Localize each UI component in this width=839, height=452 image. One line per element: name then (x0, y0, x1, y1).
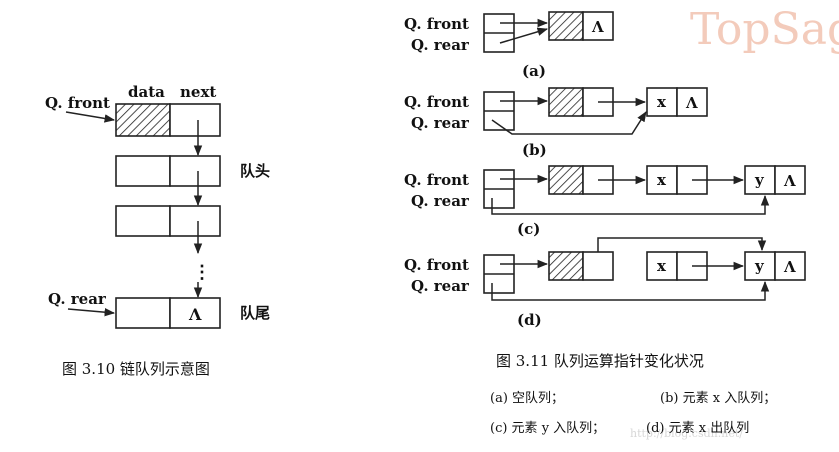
arrow-front (65, 111, 116, 123)
a-label-front: Q. front (404, 15, 469, 33)
subfigure-a: Q. front Q. rear Λ (a) (404, 11, 614, 80)
c-null-symbol: Λ (783, 172, 796, 190)
label-q-rear: Q. rear (48, 290, 107, 308)
d-label-front: Q. front (404, 256, 469, 274)
b-label-front: Q. front (404, 93, 469, 111)
c-y-data (744, 165, 776, 195)
d-arrow-head-to-y (597, 237, 767, 252)
d-head-next (582, 251, 614, 281)
header-next: next (180, 83, 216, 101)
header-data: data (128, 83, 165, 101)
watermark-brand: TopSag (690, 4, 839, 55)
a-head-data (548, 11, 584, 41)
c-label-front: Q. front (404, 171, 469, 189)
c-x-value: x (657, 171, 667, 189)
label-queue-head: 队头 (240, 162, 270, 180)
c-y-next (774, 165, 806, 195)
a-null-symbol: Λ (591, 18, 604, 36)
watermark-url: http://blog.csdn.net/ (630, 427, 743, 440)
tail-node-next (169, 297, 221, 329)
tail-null-symbol: Λ (188, 305, 202, 324)
arrow-rear (67, 307, 116, 317)
b-null-symbol: Λ (685, 94, 698, 112)
b-subfig-label: (b) (522, 141, 547, 159)
note-d: (d) 元素 x 出队列 (646, 421, 749, 436)
d-subfig-label: (d) (517, 311, 542, 329)
a-subfig-label: (a) (522, 62, 546, 80)
c-label-rear: Q. rear (411, 192, 470, 210)
c-arrow-rear (491, 194, 770, 215)
d-arrow-rear (491, 280, 770, 301)
note-b: (b) 元素 x 入队列； (660, 391, 776, 406)
node1-data (115, 155, 171, 187)
c-subfig-label: (c) (517, 220, 540, 238)
a-head-next (582, 11, 614, 41)
d-head-data (548, 251, 584, 281)
tail-node-data (115, 297, 171, 329)
caption-fig-3-10: 图 3.10 链队列示意图 (62, 360, 210, 378)
b-x-value: x (657, 93, 667, 111)
a-arrow-rear (499, 27, 549, 44)
b-label-rear: Q. rear (411, 114, 470, 132)
label-q-front: Q. front (45, 94, 110, 112)
head-node-next (169, 103, 221, 137)
head-node-data (115, 103, 171, 137)
subfigure-b: Q. front Q. rear x Λ (b) (404, 87, 708, 159)
node2-data (115, 205, 171, 237)
a-label-rear: Q. rear (411, 36, 470, 54)
c-y-value: y (754, 171, 765, 189)
b-x-next (676, 87, 708, 117)
d-x-data (646, 251, 678, 281)
d-y-value: y (754, 257, 765, 275)
b-arrow-rear (491, 111, 647, 135)
c-head-data (548, 165, 584, 195)
caption-fig-3-11: 图 3.11 队列运算指针变化状况 (496, 352, 704, 370)
figure-3-11: Q. front Q. rear Λ (a) Q. front Q. rear … (404, 11, 806, 436)
d-y-next (774, 251, 806, 281)
note-a: (a) 空队列； (490, 391, 564, 406)
subfigure-c: Q. front Q. rear x y Λ (c) (404, 165, 806, 238)
figure-3-10: data next Q. front 队头 ⋮ Q. rear Λ 队尾 图 3… (45, 83, 270, 378)
subfigure-d: Q. front Q. rear x y Λ (d) (404, 237, 806, 329)
node2-next (169, 205, 221, 237)
node1-next (169, 155, 221, 187)
note-c: (c) 元素 y 入队列； (490, 421, 605, 436)
d-null-symbol: Λ (783, 258, 796, 276)
label-queue-tail: 队尾 (240, 304, 270, 322)
d-y-data (744, 251, 776, 281)
dots-ellipsis: ⋮ (193, 262, 211, 283)
d-label-rear: Q. rear (411, 277, 470, 295)
b-head-data (548, 87, 584, 117)
d-x-value: x (657, 257, 667, 275)
